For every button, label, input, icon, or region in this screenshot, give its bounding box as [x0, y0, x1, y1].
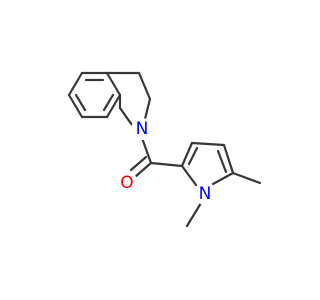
benzene-ring [67, 71, 122, 119]
double-bond-inner [102, 93, 115, 112]
bond [137, 71, 152, 101]
bond [180, 164, 198, 187]
bond [140, 136, 153, 165]
methyl-groups [185, 171, 262, 228]
amide-linkage [129, 136, 184, 179]
n-methyl-bond [185, 201, 203, 228]
bond [143, 97, 152, 121]
bond [105, 93, 122, 119]
atom-bg [131, 118, 153, 140]
atom-label-pyrrole-n: N [199, 184, 212, 204]
bond [118, 106, 134, 127]
double-bond-inner [187, 146, 199, 166]
pyrrole-ring [180, 141, 235, 187]
atom-bg [116, 172, 138, 194]
molecule-structure: N O N [67, 71, 262, 228]
double-bond-inner [74, 93, 87, 112]
bond [67, 71, 84, 97]
molecule-canvas: N O N [67, 71, 262, 228]
bond [105, 71, 122, 97]
c-methyl-bond [231, 171, 262, 185]
bond [211, 171, 235, 186]
atom-labels: N O N [116, 118, 216, 205]
bond [67, 93, 84, 119]
indoline-five-ring [105, 71, 152, 127]
bond [222, 143, 235, 175]
atom-bg [194, 183, 216, 205]
bond [180, 141, 194, 168]
bond [149, 161, 184, 168]
bond [190, 141, 226, 147]
carbonyl-bond [129, 155, 148, 172]
atom-label-carbonyl-o: O [120, 173, 133, 193]
carbonyl-bond [133, 161, 153, 179]
atom-label-indoline-n: N [136, 119, 149, 139]
double-bond-inner [216, 149, 228, 174]
